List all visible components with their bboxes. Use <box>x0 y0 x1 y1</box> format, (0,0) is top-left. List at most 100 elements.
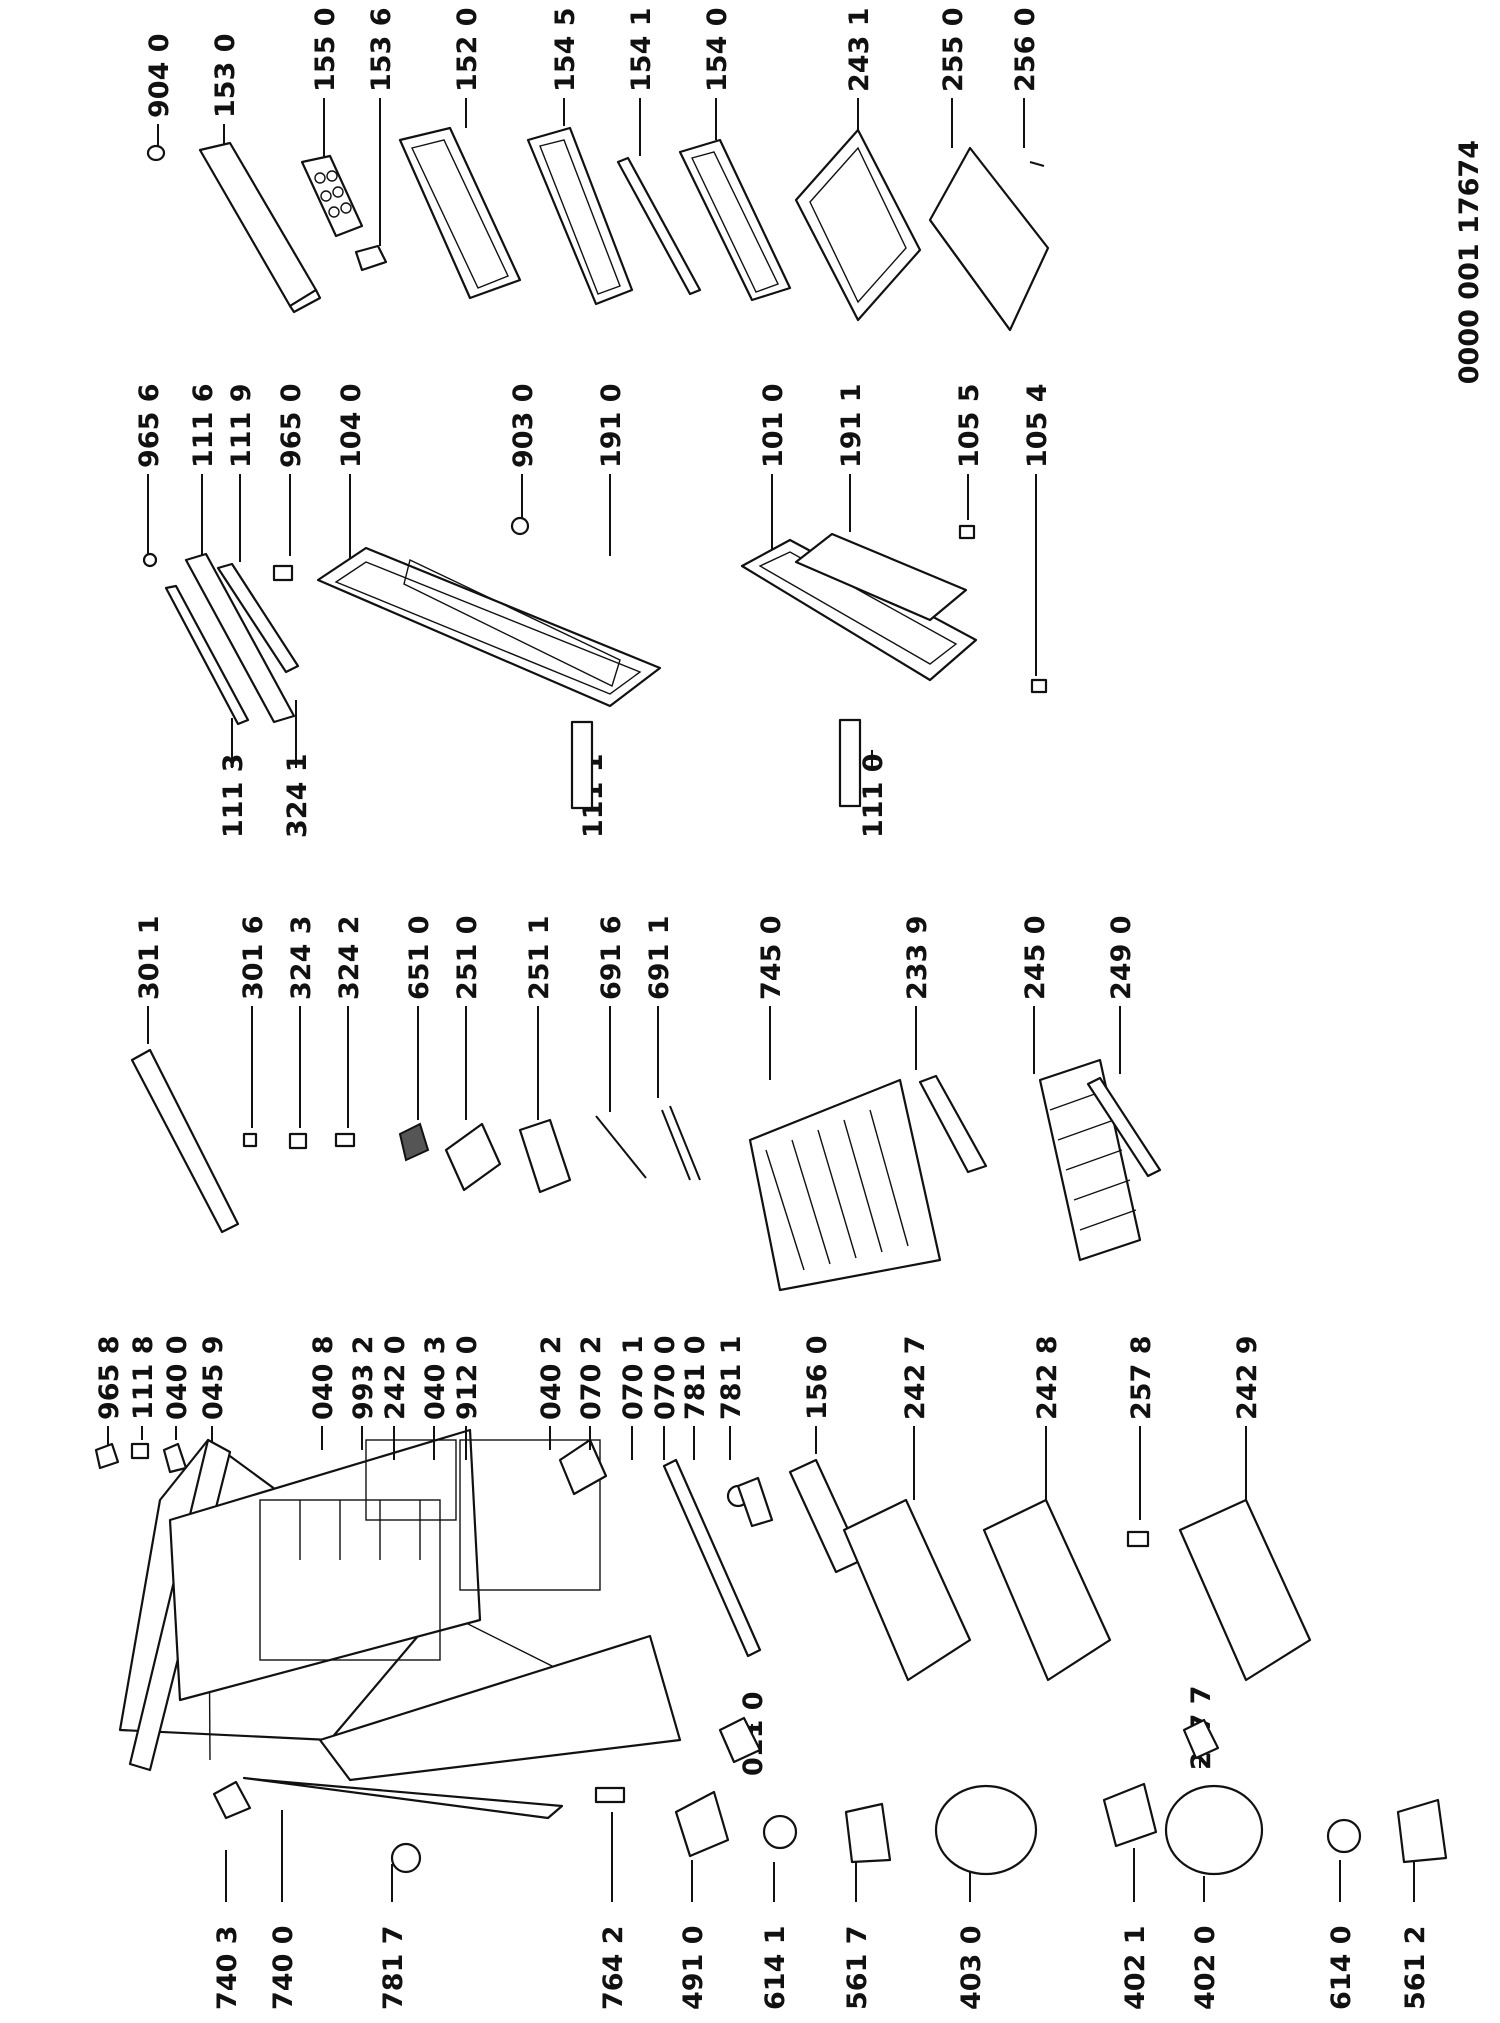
part-label: 691 6 <box>596 915 627 1000</box>
bumper-part <box>146 144 166 162</box>
freezer-drawer-part <box>982 1498 1112 1682</box>
thermostat-part <box>398 1122 430 1162</box>
part-label: 904 0 <box>144 33 175 118</box>
glass-shelf-part <box>794 128 922 322</box>
door-shelf-part <box>526 126 634 306</box>
egg-tray-cover-part <box>198 141 318 308</box>
condenser-part <box>242 1776 564 1820</box>
fridge-door-part <box>740 538 978 682</box>
part-label: 105 5 <box>954 383 985 468</box>
part-label: 191 1 <box>836 383 867 468</box>
part-label: 965 8 <box>94 1335 125 1420</box>
part-label: 154 0 <box>702 7 733 92</box>
part-label: 243 1 <box>844 7 875 92</box>
freezer-door-part <box>316 546 662 708</box>
freezer-drawer-part <box>1178 1498 1312 1682</box>
door-bin-part <box>398 126 522 300</box>
freezer-drawer-part <box>842 1498 972 1682</box>
part-label: 154 5 <box>550 7 581 92</box>
part-label: 614 0 <box>1326 1925 1357 2010</box>
compressor-part <box>934 1784 1038 1876</box>
part-label: 965 6 <box>134 383 165 468</box>
part-label: 070 0 <box>650 1335 681 1420</box>
doors-group: 965 6 111 6 111 9 965 0 104 0 903 0 191 … <box>134 383 1053 838</box>
part-label: 040 8 <box>308 1335 339 1420</box>
part-label: 101 0 <box>758 383 789 468</box>
part-label: 745 0 <box>756 915 787 1000</box>
clip-part <box>354 244 388 272</box>
part-label: 191 0 <box>596 383 627 468</box>
cabinet-group: 965 8 111 8 040 0 045 9 040 8 993 2 242 … <box>94 1335 1312 1782</box>
part-label: 255 0 <box>938 7 969 92</box>
egg-tray-part <box>300 154 364 238</box>
part-label: 561 7 <box>842 1925 873 2010</box>
hinge-part <box>570 720 594 810</box>
part-label: 965 0 <box>276 383 307 468</box>
part-label: 691 1 <box>644 915 675 1000</box>
door-shelf-part <box>678 138 792 302</box>
part-label: 740 0 <box>268 1925 299 2010</box>
ice-tray-part <box>788 1458 864 1574</box>
part-label: 614 1 <box>760 1925 791 2010</box>
part-label: 257 8 <box>1126 1335 1157 1420</box>
part-label: 070 2 <box>576 1335 607 1420</box>
part-label: 111 6 <box>188 383 219 468</box>
part-label: 245 0 <box>1020 915 1051 1000</box>
drawing-number: 0000 001 17674 <box>1454 140 1485 384</box>
compressor-group: 740 3 740 0 781 7 764 2 491 0 614 1 561 … <box>212 1776 1448 2010</box>
wire-shelf-part <box>1038 1058 1142 1262</box>
part-label: 233 9 <box>902 915 933 1000</box>
part-label: 251 1 <box>524 915 555 1000</box>
part-label: 242 7 <box>900 1335 931 1420</box>
part-label: 324 2 <box>334 915 365 1000</box>
part-label: 781 0 <box>680 1335 711 1420</box>
evaporator-part <box>748 1078 942 1292</box>
part-label: 249 0 <box>1106 915 1137 1000</box>
part-label: 740 3 <box>212 1925 243 2010</box>
compressor-part <box>1164 1784 1264 1876</box>
door-handle-part <box>184 552 296 724</box>
part-label: 993 2 <box>348 1335 379 1420</box>
evaporator-group: 301 1 301 6 324 3 324 2 651 0 251 0 251 … <box>130 915 1162 1292</box>
shelf-trim-part <box>616 156 702 296</box>
part-label: 111 8 <box>128 1335 159 1420</box>
part-label: 242 0 <box>380 1335 411 1420</box>
part-label: 781 7 <box>378 1925 409 2010</box>
rail-part <box>130 1048 240 1234</box>
part-label: 402 1 <box>1120 1925 1151 2010</box>
part-label: 403 0 <box>956 1925 987 2010</box>
part-label: 155 0 <box>310 7 341 92</box>
part-label: 153 6 <box>366 7 397 92</box>
part-label: 152 0 <box>452 7 483 92</box>
part-label: 045 9 <box>198 1335 229 1420</box>
part-label: 111 3 <box>218 753 249 838</box>
part-label: 040 3 <box>420 1335 451 1420</box>
part-label: 104 0 <box>336 383 367 468</box>
accessories-group: 904 0 153 0 155 0 153 6 152 0 154 5 154 … <box>144 7 1050 332</box>
part-label: 402 0 <box>1190 1925 1221 2010</box>
part-label: 781 1 <box>716 1335 747 1420</box>
part-label: 154 1 <box>626 7 657 92</box>
part-label: 242 9 <box>1232 1335 1263 1420</box>
part-label: 111 0 <box>858 753 889 838</box>
part-label: 324 1 <box>282 753 313 838</box>
part-label: 764 2 <box>598 1925 629 2010</box>
part-label: 912 0 <box>452 1335 483 1420</box>
part-label: 040 0 <box>162 1335 193 1420</box>
part-label: 903 0 <box>508 383 539 468</box>
part-label: 070 1 <box>618 1335 649 1420</box>
part-label: 491 0 <box>678 1925 709 2010</box>
part-label: 251 0 <box>452 915 483 1000</box>
part-label: 256 0 <box>1010 7 1041 92</box>
part-label: 651 0 <box>404 915 435 1000</box>
small-strip-part <box>1029 161 1045 167</box>
part-label: 242 8 <box>1032 1335 1063 1420</box>
part-label: 301 1 <box>134 915 165 1000</box>
part-label: 153 0 <box>210 33 241 118</box>
part-label: 561 2 <box>1400 1925 1431 2010</box>
part-label: 156 0 <box>802 1335 833 1420</box>
part-label: 105 4 <box>1022 383 1053 468</box>
part-label: 324 3 <box>286 915 317 1000</box>
part-label: 111 9 <box>226 383 257 468</box>
